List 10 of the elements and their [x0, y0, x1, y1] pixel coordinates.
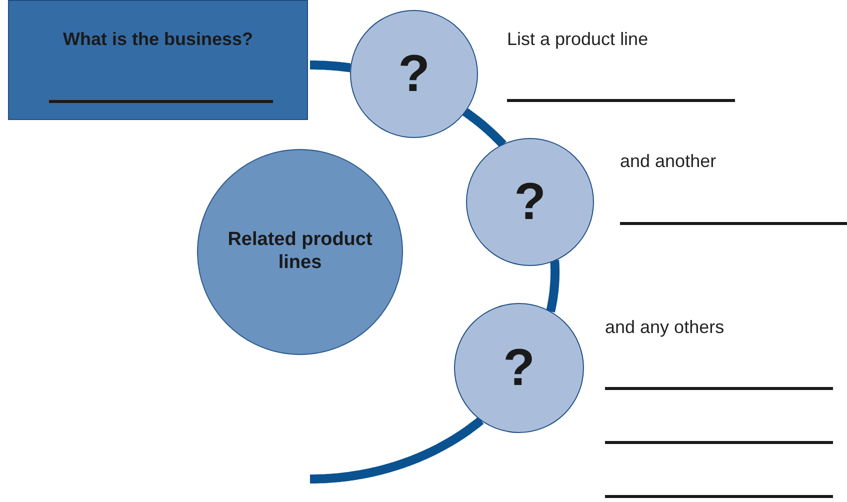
box-title: What is the business?: [62, 29, 254, 50]
prompt-text: and any others: [605, 317, 724, 338]
curved-connector: [461, 108, 507, 148]
circle-label: Related product lines: [226, 229, 374, 275]
question-mark: ?: [503, 338, 535, 399]
prompt-text: and another: [620, 151, 716, 172]
question-mark: ?: [514, 172, 546, 233]
question-mark: ?: [398, 44, 430, 105]
title-box: [8, 0, 308, 120]
prompt-text: List a product line: [507, 29, 648, 50]
